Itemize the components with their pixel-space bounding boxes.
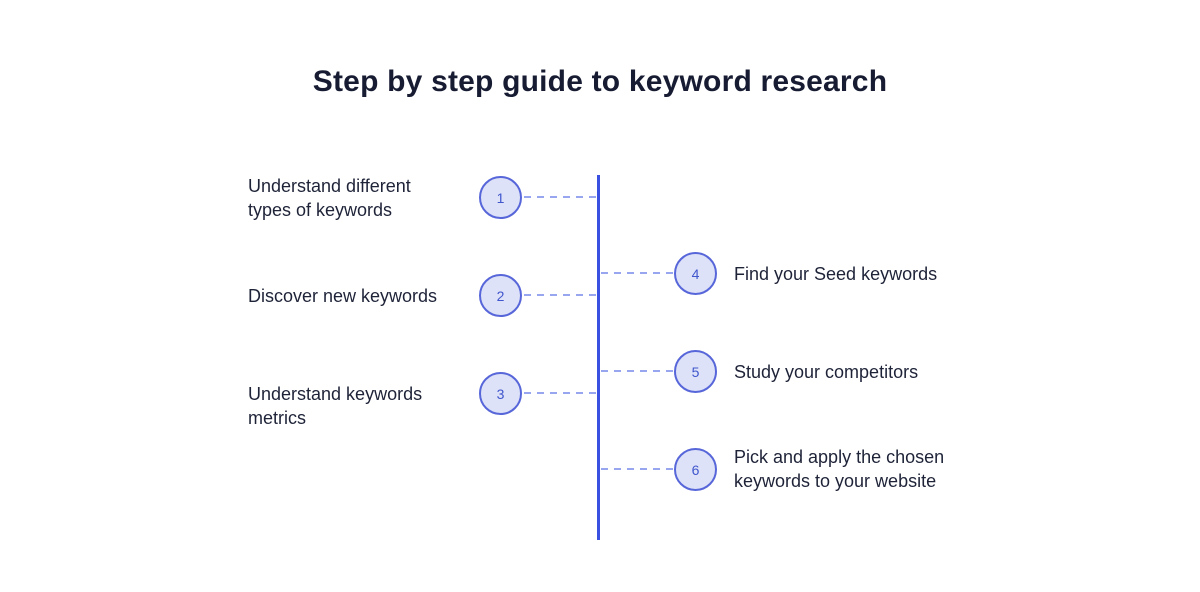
step-circle: 3 bbox=[479, 372, 522, 415]
step-circle: 5 bbox=[674, 350, 717, 393]
step-number: 6 bbox=[691, 461, 700, 478]
connector-line bbox=[601, 468, 673, 470]
step-circle: 1 bbox=[479, 176, 522, 219]
step-label: Study your competitors bbox=[734, 362, 919, 382]
step-circle: 4 bbox=[674, 252, 717, 295]
connector-line bbox=[524, 294, 596, 296]
page-title: Step by step guide to keyword research bbox=[312, 65, 888, 98]
step-label: Understand keywords metrics bbox=[248, 384, 423, 428]
step-number: 4 bbox=[691, 265, 700, 282]
connector-line bbox=[524, 392, 596, 394]
connector-line bbox=[601, 370, 673, 372]
timeline-line bbox=[597, 175, 600, 540]
step-label: Find your Seed keywords bbox=[734, 264, 938, 284]
step-circle: 2 bbox=[479, 274, 522, 317]
step-label: Pick and apply the chosen keywords to yo… bbox=[734, 447, 945, 491]
step-number: 3 bbox=[496, 385, 505, 402]
connector-line bbox=[524, 196, 596, 198]
step-circle: 6 bbox=[674, 448, 717, 491]
step-label: Understand different types of keywords bbox=[248, 176, 411, 220]
step-number: 1 bbox=[496, 189, 505, 206]
step-label: Discover new keywords bbox=[248, 286, 438, 306]
connector-line bbox=[601, 272, 673, 274]
step-number: 5 bbox=[691, 363, 700, 380]
step-number: 2 bbox=[496, 287, 505, 304]
